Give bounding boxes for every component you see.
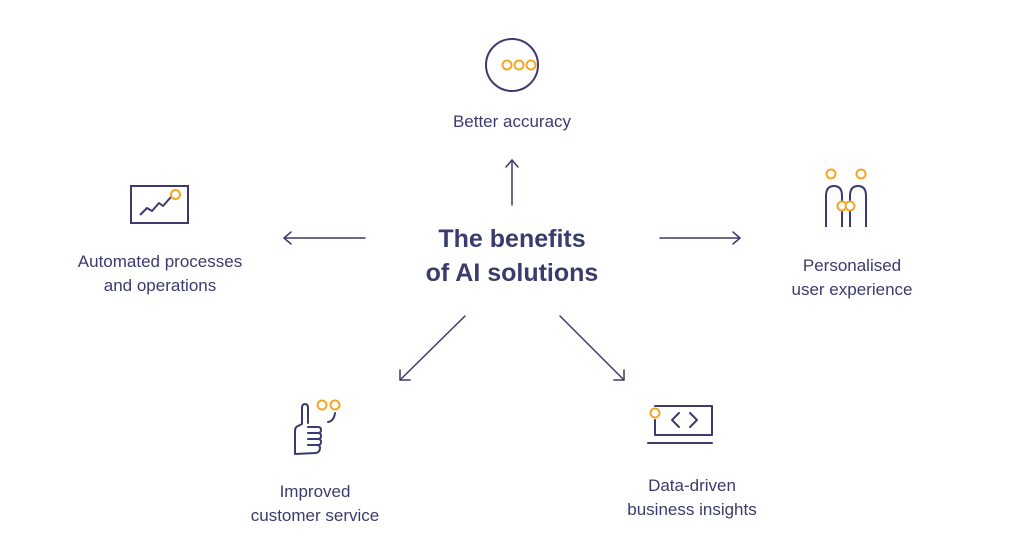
benefit-label-service: Improved customer service <box>200 480 430 528</box>
arrow-down-left <box>399 315 466 381</box>
diagram-title: The benefits of AI solutions <box>392 222 632 290</box>
people-icon <box>825 168 867 227</box>
diagram-title-line-2: of AI solutions <box>425 259 599 287</box>
benefit-label-automation-line-2: and operations <box>103 276 217 295</box>
benefit-label-automation: Automated processes and operations <box>30 250 290 298</box>
benefit-label-service-line-2: customer service <box>250 506 380 525</box>
benefit-label-insights-line-1: Data-driven <box>648 476 736 495</box>
code-monitor-icon <box>647 405 713 444</box>
arrow-up <box>505 159 519 206</box>
arrow-down-right <box>559 315 625 381</box>
benefit-label-automation-line-1: Automated processes <box>77 252 243 271</box>
benefit-label-service-line-1: Improved <box>279 482 351 501</box>
trend-chart-icon <box>130 185 189 224</box>
thumbs-up-icon <box>294 399 341 455</box>
chat-bubble-dots-icon <box>485 38 539 92</box>
benefit-label-personalised: Personalised user experience <box>742 254 962 302</box>
benefit-label-insights: Data-driven business insights <box>572 474 812 522</box>
diagram-title-line-1: The benefits <box>438 225 586 253</box>
benefit-label-accuracy: Better accuracy <box>392 110 632 134</box>
benefit-label-accuracy-line-1: Better accuracy <box>452 112 572 131</box>
arrow-left <box>283 231 366 245</box>
arrow-right <box>659 231 741 245</box>
benefit-label-insights-line-2: business insights <box>627 500 757 519</box>
benefit-label-personalised-line-2: user experience <box>791 280 913 299</box>
benefit-label-personalised-line-1: Personalised <box>802 256 902 275</box>
